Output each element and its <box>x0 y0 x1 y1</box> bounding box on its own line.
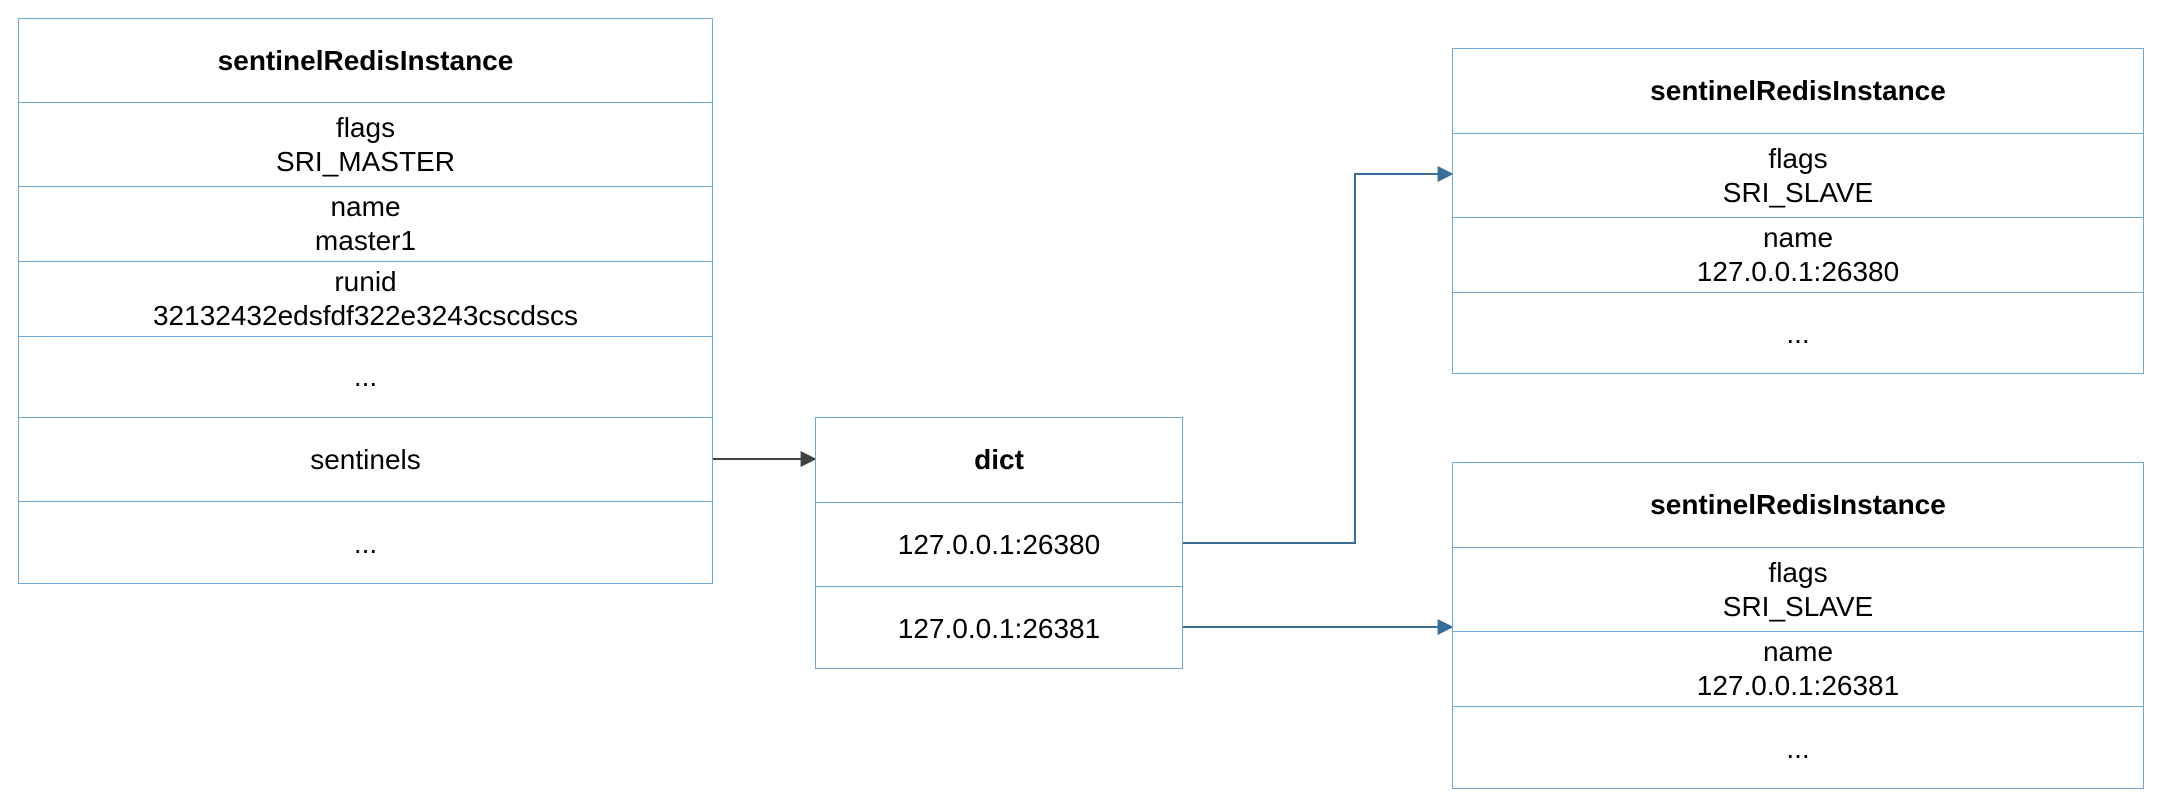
field-value: SRI_SLAVE <box>1722 176 1874 208</box>
field-name: flags <box>335 111 396 143</box>
dict-struct: dict 127.0.0.1:26380 127.0.0.1:26381 <box>815 417 1183 669</box>
dict-title-cell: dict <box>816 418 1182 502</box>
dict-entry-26380-to-sentinel-a-arrow <box>1183 166 1454 544</box>
field-name: name <box>1762 636 1834 667</box>
sentinel-b-title-cell: sentinelRedisInstance <box>1453 463 2143 547</box>
field-text: sentinels <box>310 443 421 475</box>
field-name: flags <box>1768 556 1828 588</box>
struct-title: sentinelRedisInstance <box>217 44 514 76</box>
field-value: SRI_MASTER <box>276 145 455 177</box>
field-row: ... <box>19 501 712 585</box>
field-row: 127.0.0.1:26381 <box>816 586 1182 670</box>
field-value: SRI_SLAVE <box>1722 590 1874 622</box>
field-value: 127.0.0.1:26381 <box>1696 670 1900 701</box>
field-text: ... <box>353 527 378 559</box>
field-name: name <box>330 191 401 222</box>
field-name: flags <box>1768 142 1828 174</box>
field-text: 127.0.0.1:26381 <box>897 612 1101 644</box>
master-title-cell: sentinelRedisInstance <box>19 19 712 102</box>
field-row: ... <box>1453 292 2143 375</box>
field-row: 127.0.0.1:26380 <box>816 502 1182 586</box>
field-row: sentinels <box>19 417 712 501</box>
field-text: ... <box>1786 732 1810 764</box>
field-row: ... <box>1453 706 2143 790</box>
field-text: 127.0.0.1:26380 <box>897 528 1101 560</box>
struct-title: dict <box>974 444 1024 475</box>
struct-title: sentinelRedisInstance <box>1650 75 1946 106</box>
field-row: ... <box>19 336 712 417</box>
field-value: 127.0.0.1:26380 <box>1696 256 1900 287</box>
field-text: ... <box>1786 318 1810 349</box>
field-name: name <box>1762 222 1834 253</box>
field-name: runid <box>334 266 397 297</box>
struct-title: sentinelRedisInstance <box>1650 489 1946 520</box>
field-text: ... <box>353 361 378 392</box>
field-value: master1 <box>314 225 417 256</box>
field-value: 32132432edsfdf322e3243cscdscs <box>152 300 578 331</box>
sentinel-a-title-cell: sentinelRedisInstance <box>1453 49 2143 133</box>
